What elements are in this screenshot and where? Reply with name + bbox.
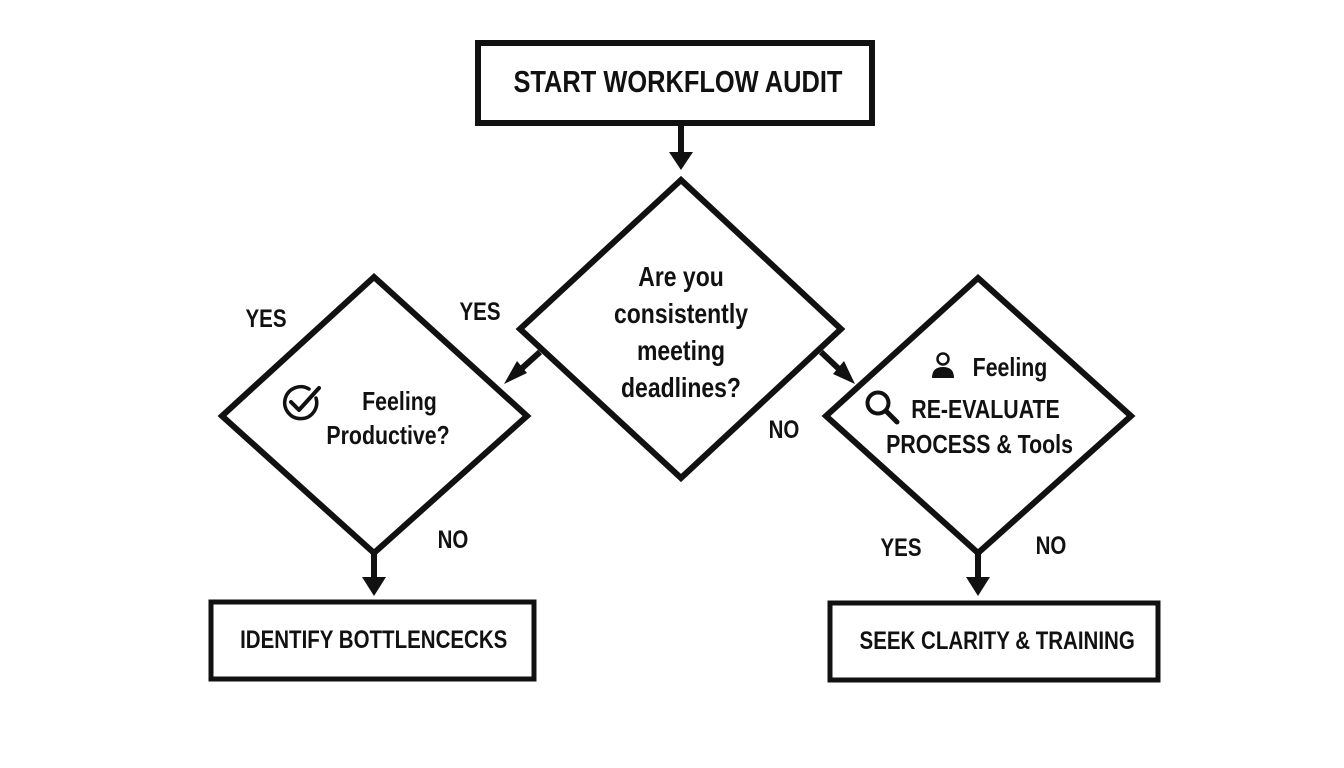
productive-question-line-2: Productive? — [326, 420, 450, 450]
productive-question: Feeling Productive? — [316, 384, 460, 452]
arrowhead-start-to-deadlines — [669, 152, 693, 170]
clarity-box — [827, 600, 1161, 683]
deadlines-question-line-4: deadlines? — [621, 372, 741, 403]
bottlenecks-label: IDENTIFY BOTTLENCECKS — [240, 626, 508, 654]
arrowhead-reevaluate-to-clarity — [966, 577, 990, 596]
bottlenecks-box — [208, 599, 537, 682]
productive-question-line-1: Feeling — [362, 386, 437, 416]
arrowhead-deadlines-to-reevaluate — [833, 361, 855, 384]
deadlines-decision-diamond — [515, 175, 846, 483]
check-circle-icon — [282, 384, 321, 421]
reevaluate-text-line-2: RE-EVALUATE — [911, 394, 1060, 424]
deadlines-question: Are you consistently meeting deadlines? — [582, 258, 780, 406]
start-label: START WORKFLOW AUDIT — [513, 64, 843, 99]
edge-label-left-outer-yes: YES — [245, 305, 287, 333]
user-icon — [932, 352, 954, 378]
arrow-deadlines-to-productive — [517, 349, 543, 373]
clarity-label: SEEK CLARITY & TRAINING — [859, 627, 1135, 655]
reevaluate-text-line-1: Feeling — [972, 352, 1048, 382]
arrowhead-productive-to-bottlenecks — [362, 577, 386, 596]
edge-label-center-no: NO — [768, 416, 800, 444]
edge-label-right-yes: YES — [880, 534, 922, 562]
edge-label-center-yes: YES — [459, 298, 501, 326]
reevaluate-text-line-3: PROCESS & Tools — [886, 429, 1073, 459]
arrowhead-deadlines-to-productive — [504, 361, 527, 384]
search-icon — [865, 390, 900, 425]
edge-label-left-no: NO — [437, 526, 469, 554]
arrow-deadlines-to-reevaluate — [818, 349, 843, 373]
edge-label-right-no: NO — [1035, 532, 1067, 560]
deadlines-question-line-3: meeting — [636, 335, 726, 366]
start-box — [475, 40, 875, 126]
deadlines-question-line-2: consistently — [614, 298, 748, 329]
deadlines-question-line-1: Are you — [638, 261, 724, 292]
